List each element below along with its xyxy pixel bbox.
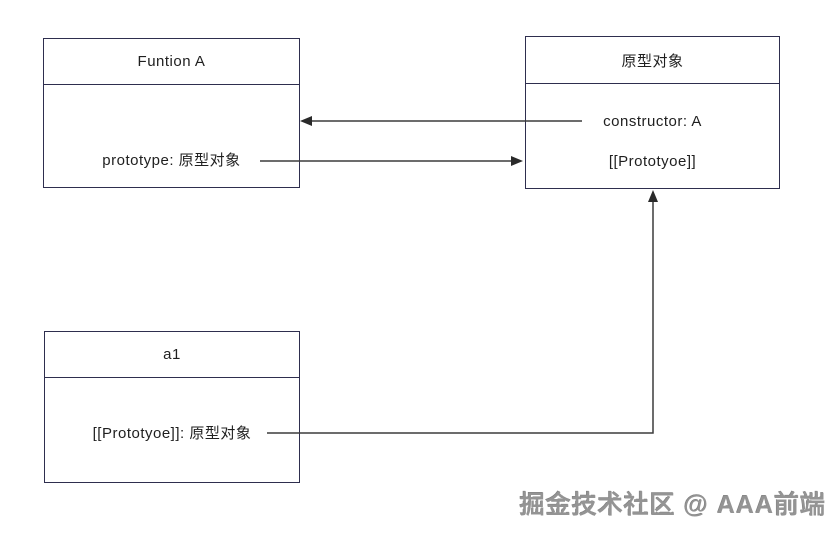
box-prototype-object: 原型对象 constructor: A [[Prototyoe]] — [525, 36, 780, 189]
watermark-text: 掘金技术社区 @ AAA前端 — [519, 491, 826, 519]
box-function-a: Funtion A prototype: 原型对象 — [43, 38, 300, 188]
box-a1-body: [[Prototyoe]]: 原型对象 — [45, 332, 299, 482]
box-function-a-title: Funtion A — [44, 39, 299, 85]
box-a1-title: a1 — [45, 332, 299, 378]
box-prototype-object-body: constructor: A [[Prototyoe]] — [526, 37, 779, 188]
box-function-a-body: prototype: 原型对象 — [44, 39, 299, 187]
field-internal-prototype: [[Prototyoe]] — [608, 153, 697, 170]
field-constructor: constructor: A — [603, 113, 702, 130]
box-prototype-object-title: 原型对象 — [526, 37, 779, 84]
field-prototype: prototype: 原型对象 — [102, 152, 241, 169]
arrow-a1-to-prototype-object — [267, 190, 658, 434]
field-a1-prototype: [[Prototyoe]]: 原型对象 — [92, 425, 252, 442]
box-a1: a1 [[Prototyoe]]: 原型对象 — [44, 331, 300, 483]
